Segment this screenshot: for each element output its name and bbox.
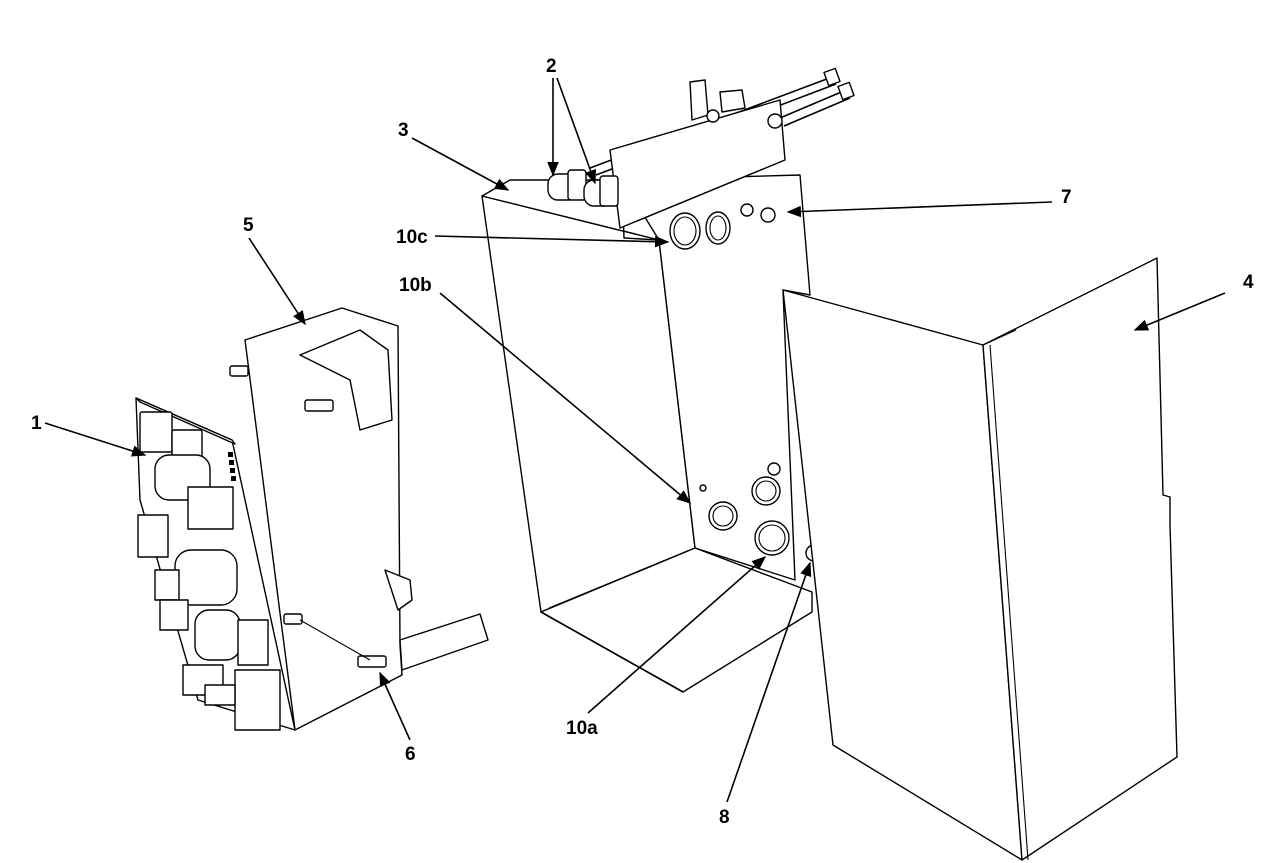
leader-5 [248,237,306,326]
leader-10c [434,235,670,248]
callout-6: 6 [405,744,416,765]
callout-3: 3 [398,120,409,141]
fuse-holders [547,169,619,207]
enclosure-cover [782,257,1178,861]
callout-10b: 10b [399,275,432,296]
callout-10c: 10c [396,227,428,248]
enclosure-box [481,67,855,693]
knockout-holes [669,203,823,562]
callout-1: 1 [31,413,42,434]
callout-5: 5 [243,215,254,236]
callout-10a: 10a [566,718,598,739]
leader-4 [1133,292,1226,331]
leader-lines [44,77,1226,803]
leader-1 [44,422,147,457]
leader-2b [556,77,597,185]
callout-8: 8 [719,807,730,828]
mounting-plate [229,307,489,731]
callout-2: 2 [546,56,557,77]
leader-10b [439,292,692,504]
callout-labels: 1 2 3 4 5 6 7 8 10a 10b 10c [31,56,1254,828]
leader-10a [587,556,767,714]
leader-6 [379,671,411,741]
circuit-board [135,397,296,731]
callout-7: 7 [1061,187,1072,208]
leader-8 [726,561,812,803]
leader-3 [411,137,510,191]
leader-7 [786,201,1053,218]
standoffs [229,365,387,668]
callout-4: 4 [1243,272,1254,293]
